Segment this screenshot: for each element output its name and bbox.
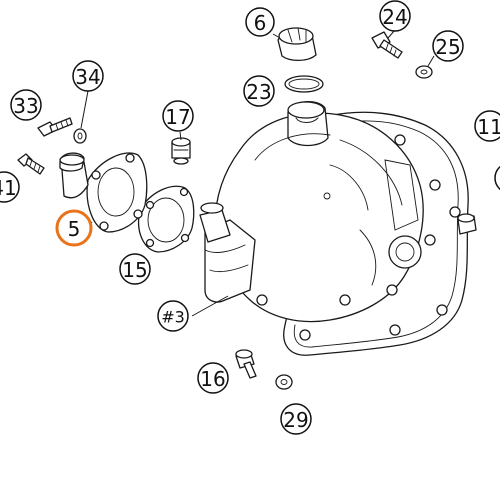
bolt-24 [371,31,403,59]
callout-41-label: 41 [0,176,17,200]
washer-29 [275,374,293,390]
callout-17: 17 [162,100,194,132]
callout-5-label: 5 [68,217,81,241]
callout-25-label: 25 [435,35,460,59]
callout-17-label: 17 [165,105,190,129]
bolt-33 [37,117,73,137]
callout-6-label: 6 [254,11,267,35]
callout-24: 24 [379,0,411,32]
callout-23: 23 [243,75,275,107]
callout-5-highlighted[interactable]: 5 [55,209,93,247]
callout-3-label: #3 [161,308,185,327]
callout-29-label: 29 [283,408,308,432]
pump-housing [199,202,256,303]
callout-33: 33 [10,89,42,121]
callout-11-label: 11 [477,115,500,139]
callout-41: 41 [0,171,20,203]
dowel-11 [457,213,477,235]
callout-34: 34 [72,60,104,92]
callout-16-label: 16 [200,367,225,391]
callout-24-label: 24 [382,5,407,29]
callout-23-label: 23 [246,80,271,104]
drain-plug-16 [235,349,257,379]
callout-15-label: 15 [122,258,147,282]
bolt-41 [17,153,45,175]
callout-6: 6 [245,7,275,37]
pump-gasket [138,185,195,253]
callout-16: 16 [197,362,229,394]
oil-filler-plug-6 [277,27,317,62]
callout-3: #3 [157,300,189,332]
callout-15: 15 [119,253,151,285]
callout-29: 29 [280,403,312,435]
callout-33-label: 33 [13,94,38,118]
washer-25 [415,65,433,79]
engine-cover [214,101,469,356]
callout-right-edge [494,165,500,191]
plug-17 [171,137,191,165]
callout-25: 25 [432,30,464,62]
o-ring-23 [284,75,324,93]
callout-34-label: 34 [75,65,100,89]
pump-cover [59,152,148,233]
callout-11: 11 [474,110,500,142]
washer-34 [73,128,87,144]
